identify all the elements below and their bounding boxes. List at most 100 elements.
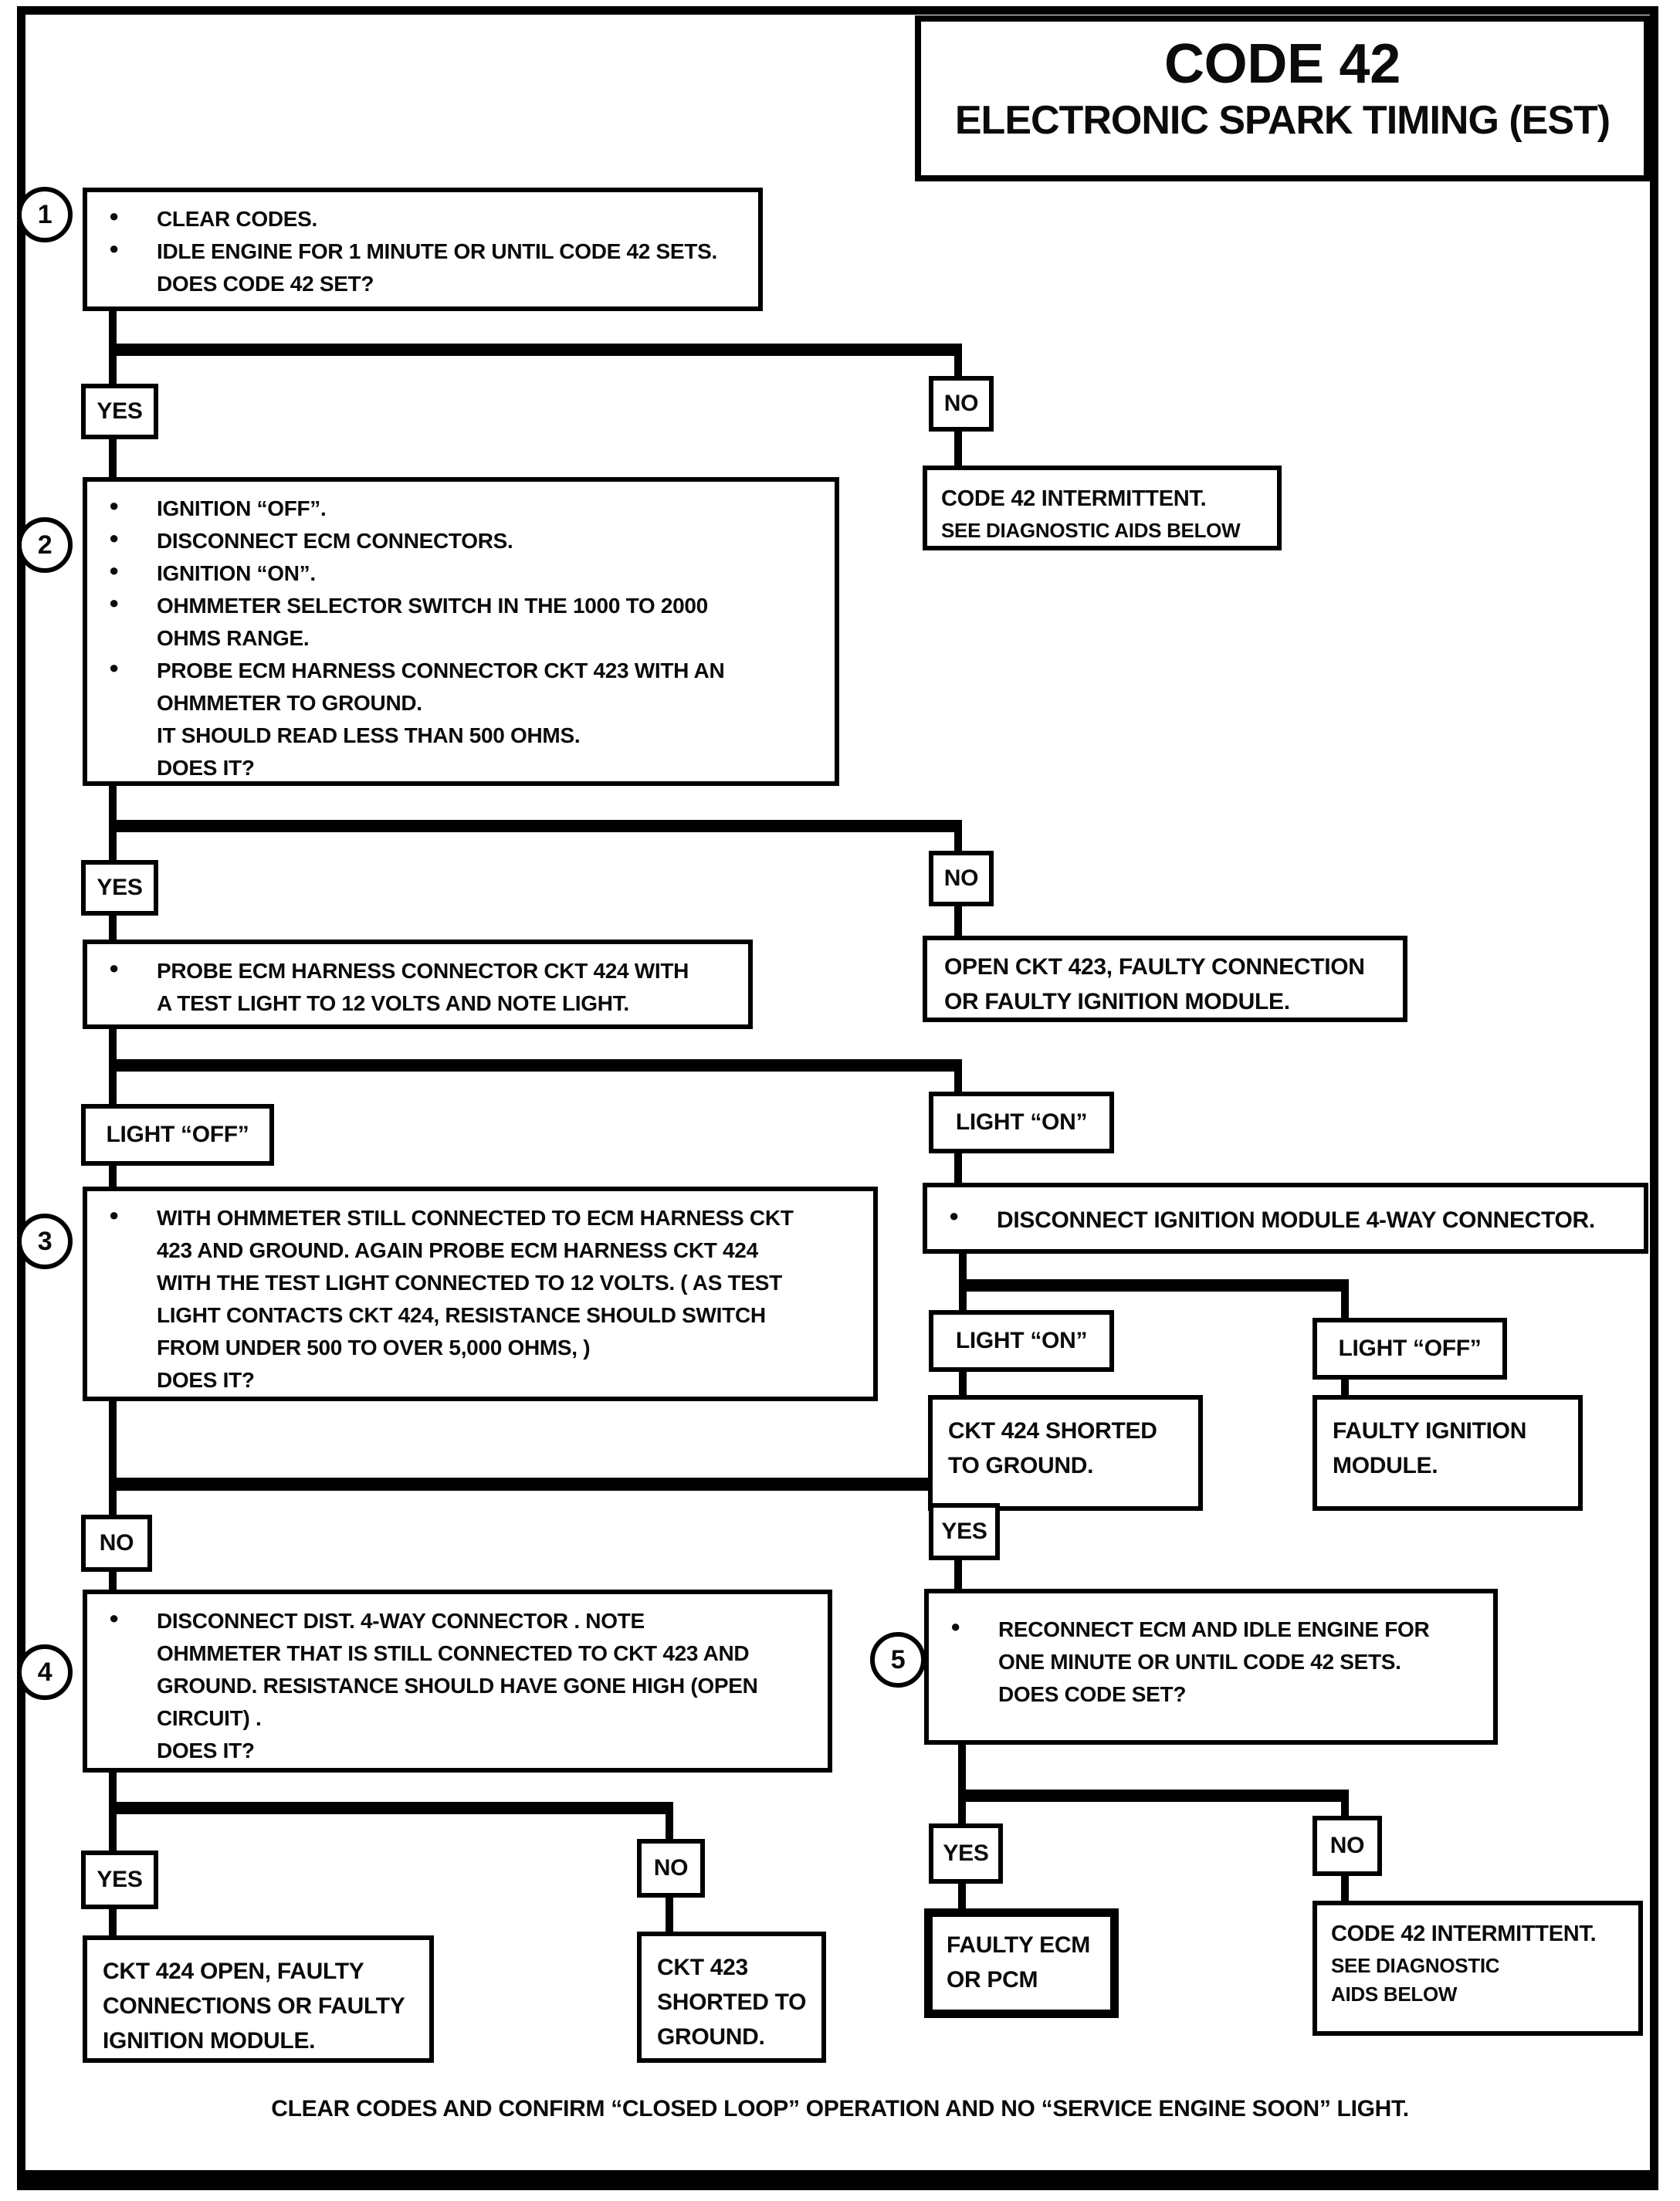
- step4-line4: CIRCUIT) .: [157, 1706, 262, 1730]
- step2-bullet-4: OHMMETER SELECTOR SWITCH IN THE 1000 TO …: [157, 594, 708, 618]
- no-label-1: NO: [929, 376, 994, 432]
- ckt424-open-box: CKT 424 OPEN, FAULTY CONNECTIONS OR FAUL…: [83, 1935, 434, 2063]
- probe-ckt424-line1: PROBE ECM HARNESS CONNECTOR CKT 424 WITH: [157, 959, 689, 983]
- connector-line: [109, 439, 117, 477]
- bullet-icon: ●: [109, 658, 119, 677]
- connector-line: [954, 1072, 962, 1092]
- probe-ckt424-box: ● PROBE ECM HARNESS CONNECTOR CKT 424 WIT…: [83, 940, 753, 1029]
- bullet-icon: ●: [109, 958, 119, 977]
- step-5-box: ●RECONNECT ECM AND IDLE ENGINE FOR ONE M…: [924, 1589, 1498, 1745]
- connector-line: [109, 1166, 117, 1187]
- connector-line: [958, 1790, 1349, 1802]
- step3-line1: WITH OHMMETER STILL CONNECTED TO ECM HAR…: [157, 1206, 794, 1230]
- faulty-ecm-box: FAULTY ECM OR PCM: [924, 1908, 1119, 2018]
- connector-line: [954, 1153, 962, 1183]
- connector-line: [1341, 1380, 1349, 1395]
- no-label-3: NO: [81, 1515, 152, 1572]
- connector-line: [1341, 1876, 1349, 1901]
- step4-line2: OHMMETER THAT IS STILL CONNECTED TO CKT …: [157, 1641, 750, 1665]
- light-on-label-1: LIGHT “ON”: [929, 1092, 1114, 1153]
- yes-label-1: YES: [81, 384, 158, 439]
- connector-line: [959, 1372, 967, 1395]
- bullet-icon: ●: [109, 1205, 119, 1224]
- connector-line: [1341, 1802, 1349, 1816]
- connector-line: [666, 1898, 673, 1932]
- step2-bullet-4-cont: OHMS RANGE.: [157, 626, 310, 650]
- connector-line: [109, 1401, 117, 1478]
- step2-bullet-1: IGNITION “OFF”.: [157, 496, 327, 520]
- faulty-ignition-line2: MODULE.: [1333, 1453, 1438, 1478]
- step-4-badge: 4: [17, 1644, 73, 1700]
- ckt424-open-line2: CONNECTIONS OR FAULTY: [103, 1993, 405, 2019]
- probe-ckt424-line2: A TEST LIGHT TO 12 VOLTS AND NOTE LIGHT.: [157, 991, 629, 1015]
- step5-question: DOES CODE SET?: [998, 1682, 1187, 1706]
- step-5-badge: 5: [870, 1632, 926, 1688]
- step1-bullet-1: CLEAR CODES.: [157, 207, 317, 231]
- code42-intermittent-box-2: CODE 42 INTERMITTENT. SEE DIAGNOSTIC AID…: [1312, 1901, 1643, 2036]
- step4-line1: DISCONNECT DIST. 4-WAY CONNECTOR . NOTE: [157, 1609, 645, 1633]
- no-label-2: NO: [929, 851, 994, 906]
- faulty-ecm-line1: FAULTY ECM: [947, 1932, 1090, 1958]
- intermittent-top-line1: CODE 42 INTERMITTENT.: [941, 486, 1207, 511]
- connector-line: [958, 1745, 966, 1790]
- connector-line: [666, 1814, 673, 1839]
- step-1-badge: 1: [17, 187, 73, 242]
- footer-note: CLEAR CODES AND CONFIRM “CLOSED LOOP” OP…: [271, 2096, 1409, 2121]
- connector-line: [109, 1059, 962, 1072]
- connector-line: [109, 1478, 962, 1491]
- intermittent-bottom-line2: SEE DIAGNOSTIC: [1331, 1953, 1500, 1977]
- open-ckt423-line1: OPEN CKT 423, FAULTY CONNECTION: [944, 954, 1365, 980]
- step3-question: DOES IT?: [157, 1368, 255, 1392]
- open-ckt423-box: OPEN CKT 423, FAULTY CONNECTION OR FAULT…: [923, 936, 1407, 1022]
- connector-line: [954, 432, 962, 466]
- connector-line: [109, 1773, 117, 1802]
- bullet-icon: ●: [109, 528, 119, 547]
- bullet-icon: ●: [949, 1206, 959, 1225]
- step2-bullet-2: DISCONNECT ECM CONNECTORS.: [157, 529, 513, 553]
- connector-line: [109, 309, 117, 344]
- code42-intermittent-box: CODE 42 INTERMITTENT. SEE DIAGNOSTIC AID…: [923, 466, 1282, 550]
- bullet-icon: ●: [109, 239, 119, 258]
- step3-line5: FROM UNDER 500 TO OVER 5,000 OHMS, ): [157, 1336, 591, 1360]
- no-label-5: NO: [1312, 1816, 1382, 1876]
- connector-line: [958, 1884, 966, 1908]
- ckt424-shorted-line1: CKT 424 SHORTED: [948, 1418, 1157, 1444]
- step1-bullet-2: IDLE ENGINE FOR 1 MINUTE OR UNTIL CODE 4…: [157, 239, 717, 263]
- yes-label-4: YES: [81, 1851, 158, 1909]
- step-2-badge: 2: [17, 517, 73, 573]
- ckt424-shorted-box: CKT 424 SHORTED TO GROUND.: [928, 1395, 1203, 1511]
- ckt423-shorted-line2: SHORTED TO: [657, 1989, 807, 2015]
- connector-line: [959, 1254, 967, 1279]
- faulty-ecm-line2: OR PCM: [947, 1967, 1038, 1993]
- connector-line: [109, 1572, 117, 1590]
- step1-question: DOES CODE 42 SET?: [157, 272, 374, 296]
- bullet-icon: ●: [109, 560, 119, 580]
- ckt424-open-line1: CKT 424 OPEN, FAULTY: [103, 1959, 364, 1984]
- connector-line: [109, 1814, 117, 1851]
- step-3-box: ● WITH OHMMETER STILL CONNECTED TO ECM HA…: [83, 1187, 878, 1401]
- connector-line: [109, 786, 117, 820]
- no-label-4: NO: [637, 1839, 705, 1898]
- connector-line: [109, 1029, 117, 1059]
- connector-line: [109, 356, 117, 384]
- connector-line: [959, 1279, 1349, 1292]
- page-title: CODE 42: [1163, 33, 1401, 95]
- connector-line: [109, 1802, 673, 1814]
- bullet-icon: ●: [109, 496, 119, 515]
- intermittent-bottom-line1: CODE 42 INTERMITTENT.: [1331, 1922, 1597, 1946]
- bullet-icon: ●: [109, 1608, 119, 1627]
- page-subtitle: ELECTRONIC SPARK TIMING (EST): [954, 97, 1611, 143]
- ckt423-shorted-line3: GROUND.: [657, 2024, 765, 2050]
- connector-line: [954, 906, 962, 936]
- intermittent-bottom-line3: AIDS BELOW: [1331, 1983, 1458, 2006]
- yes-label-2: YES: [81, 860, 158, 916]
- step2-bullet-3: IGNITION “ON”.: [157, 561, 316, 585]
- connector-line: [958, 1802, 966, 1823]
- connector-line: [109, 820, 962, 832]
- faulty-ignition-module-box: FAULTY IGNITION MODULE.: [1312, 1395, 1583, 1511]
- step-2-box: ● IGNITION “OFF”. ● DISCONNECT ECM CONNECT…: [83, 477, 839, 786]
- intermittent-top-line2: SEE DIAGNOSTIC AIDS BELOW: [941, 518, 1241, 542]
- connector-line: [959, 1292, 967, 1310]
- yes-label-3: YES: [929, 1503, 1000, 1560]
